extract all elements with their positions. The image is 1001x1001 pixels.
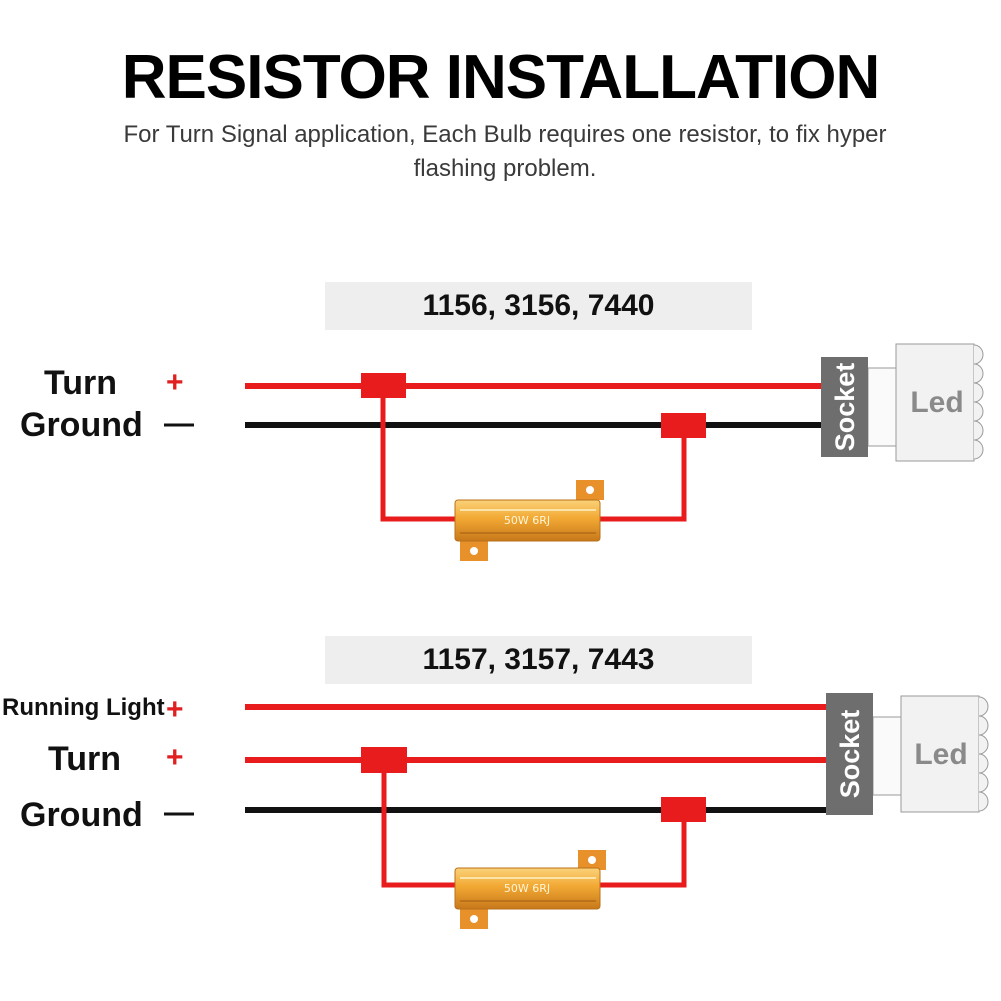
socket: Socket [826,693,873,815]
led-label: Led [910,386,963,419]
wire-label-ground: Ground [20,796,143,834]
resistor: 50W 6RJ [454,850,606,929]
wire-label-turn: Turn [44,364,118,402]
wire-label-running-light: Running Light [2,694,165,721]
resistor-rating: 50W 6RJ [504,882,550,895]
page-title: RESISTOR INSTALLATION [121,43,880,112]
socket-box [821,357,868,457]
resistor-lead-left [380,386,460,522]
bulb-neck [872,716,904,796]
plus-sign: + [166,741,184,774]
page-subtitle: For Turn Signal application, Each Bulb r… [123,121,887,182]
minus-sign: — [164,796,194,829]
led-bulb: Led [867,343,984,462]
resistor-lead-right [598,425,687,522]
wire-label-turn: Turn [48,740,122,778]
tap-connector [361,373,406,398]
socket-label: Socket [830,363,860,452]
socket-box [826,693,873,815]
mount-hole [588,856,596,864]
led-box [895,343,975,462]
diagram-2: 50W 6RJ Led Socket [245,693,989,929]
mount-hole [470,915,478,923]
resistor-lead-right [598,810,687,888]
bulb-types-label-1: 1156, 3156, 7440 [325,282,752,330]
tap-connector [661,413,706,438]
plus-sign: + [166,366,184,399]
led-label: Led [914,738,967,771]
bulb-neck [867,367,899,447]
resistor-lead-left [381,760,460,888]
minus-sign: — [164,407,194,440]
mount-hole [470,547,478,555]
led-box [900,695,980,813]
diagram-1: 50W 6RJ Led Socket [245,343,984,561]
resistor: 50W 6RJ [454,480,604,561]
plus-sign: + [166,693,184,726]
led-bumps [973,344,984,460]
tap-connector [661,797,706,822]
mount-hole [586,486,594,494]
led-bulb: Led [872,695,989,813]
tap-connector [361,747,407,773]
resistor-rating: 50W 6RJ [504,514,550,527]
socket: Socket [821,357,868,457]
bulb-types-label-2: 1157, 3157, 7443 [325,636,752,684]
led-bumps [978,696,989,812]
wire-label-ground: Ground [20,406,143,444]
socket-label: Socket [835,710,865,799]
